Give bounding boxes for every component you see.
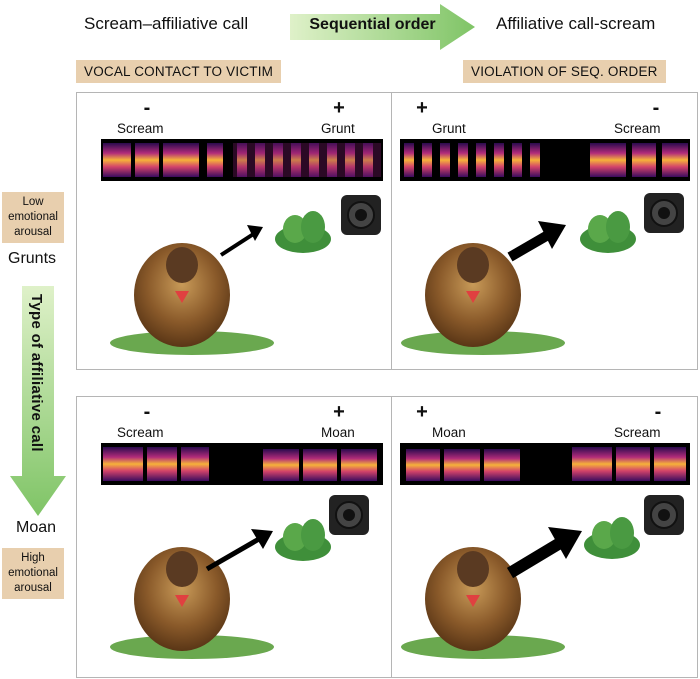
right-sign: -: [654, 401, 662, 423]
bush-icon: [275, 519, 331, 561]
bush-icon: [580, 211, 636, 253]
right-call-label: Scream: [614, 121, 661, 136]
speaker-icon: [329, 495, 369, 535]
right-call-label: Grunt: [321, 121, 355, 136]
gelada-monkey-icon: [401, 243, 565, 355]
moan-row-label: Moan: [16, 519, 57, 536]
arrow-icon: [507, 221, 566, 262]
left-sign: -: [143, 97, 151, 119]
left-sign: +: [416, 97, 428, 119]
horizontal-arrow-icon: [290, 4, 475, 50]
left-sign: +: [416, 401, 428, 423]
arrow-icon: [219, 225, 263, 257]
panel-grunt-normal: - + Scream Grunt: [76, 92, 393, 370]
right-sign: -: [652, 97, 660, 119]
sequential-order-label: Sequential order: [309, 16, 436, 33]
right-sign: +: [333, 97, 345, 119]
left-call-label: Scream: [117, 425, 164, 440]
panel-moan-normal: - + Scream Moan: [76, 396, 393, 678]
gelada-monkey-icon: [401, 547, 565, 659]
gelada-monkey-icon: [110, 547, 274, 659]
right-sign: +: [333, 401, 345, 423]
sequential-order-arrow: Sequential order: [290, 4, 480, 50]
spectrogram: [400, 139, 690, 181]
right-condition-title: Affiliative call-scream: [496, 14, 656, 33]
left-sign: -: [143, 401, 151, 423]
spectrogram: [95, 443, 383, 485]
panel-moan-violation: + - Moan Scream: [391, 396, 698, 678]
bush-icon: [584, 517, 640, 559]
left-condition-tag: VOCAL CONTACT TO VICTIM: [76, 60, 282, 83]
panel-grunt-violation: + - Grunt Scream: [391, 92, 698, 370]
left-call-label: Grunt: [432, 121, 466, 136]
affiliative-call-arrow: Type of affiliative call: [10, 286, 66, 516]
arrow-icon: [506, 527, 582, 579]
speaker-icon: [341, 195, 381, 235]
spectrogram: [95, 139, 383, 181]
arrow-icon: [205, 529, 273, 572]
bush-icon: [275, 211, 331, 253]
speaker-icon: [644, 193, 684, 233]
grunts-row-label: Grunts: [8, 250, 57, 267]
left-condition-title: Scream–affiliative call: [84, 14, 249, 33]
right-call-label: Moan: [321, 425, 355, 440]
speaker-icon: [644, 495, 684, 535]
low-arousal-tag: Low emotional arousal: [2, 192, 64, 243]
vertical-arrow-icon: [10, 286, 66, 516]
left-call-label: Moan: [432, 425, 466, 440]
gelada-monkey-icon: [110, 243, 274, 355]
right-condition-tag: VIOLATION OF SEQ. ORDER: [463, 60, 666, 83]
affiliative-call-label: Type of affiliative call: [28, 294, 45, 452]
high-arousal-tag: High emotional arousal: [2, 548, 64, 599]
left-call-label: Scream: [117, 121, 164, 136]
right-call-label: Scream: [614, 425, 661, 440]
spectrogram: [400, 443, 690, 485]
